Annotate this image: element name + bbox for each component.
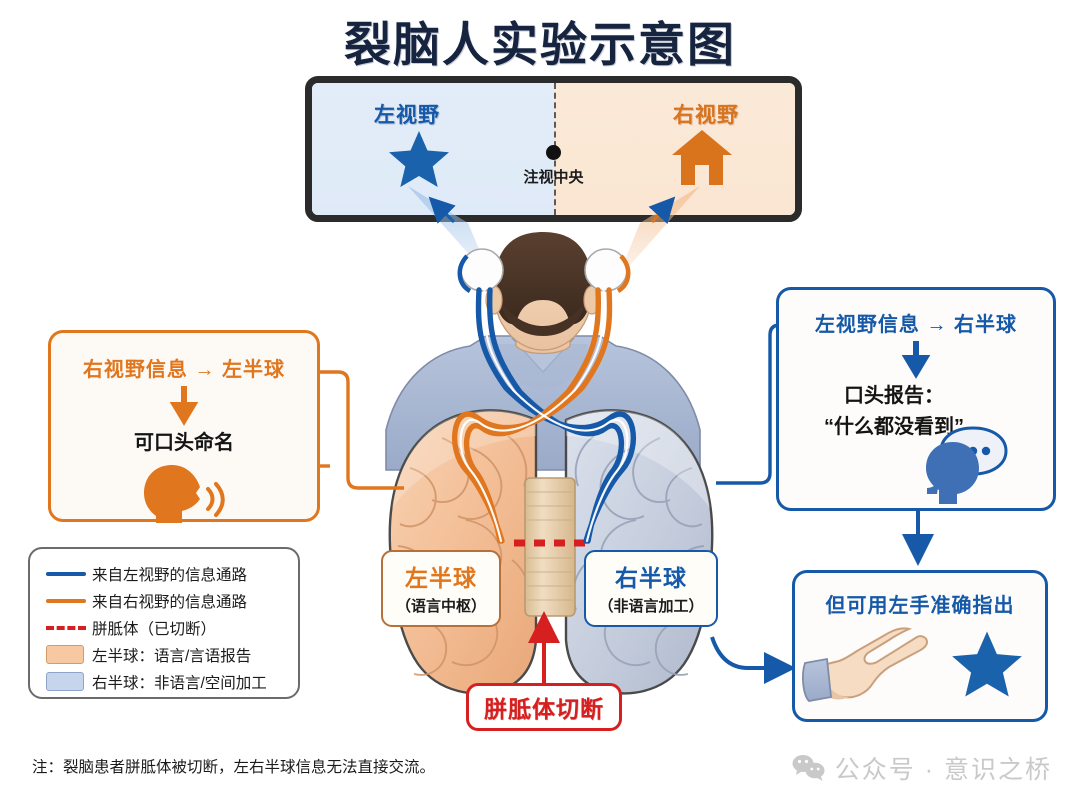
legend-item: 右半球：非语言/空间加工 [46,668,298,695]
cut-label: 胼胝体切断 [484,696,604,722]
visual-field-screen: 左视野 右视野 注视中央 [305,76,802,222]
star-icon [389,131,449,187]
hand-card-header: 但可用左手准确指出 [825,595,1015,617]
house-icon [672,130,732,185]
footnote: 注：裂脑患者胼胝体被切断，左右半球信息无法直接交流。 [32,759,436,776]
page-title: 裂脑人实验示意图 [344,18,736,71]
left-hemisphere-label: 左半球 （语言中枢） [381,550,501,627]
speaking-head-icon [144,465,225,523]
right-visual-field-label: 右视野 [673,104,739,127]
legend-swatch-dashed-red [46,625,92,630]
right-card-result-line2: “什么都没看到” [824,416,964,438]
legend-item: 左半球：语言/言语报告 [46,641,298,668]
legend-swatch-line-blue [46,571,92,576]
legend: 来自左视野的信息通路 来自右视野的信息通路 胼胝体（已切断） 左半球：语言/言语… [28,547,300,699]
right-field-to-left-hemisphere-card: 右视野信息 → 左半球 可口头命名 [48,330,320,523]
legend-swatch-box-orange [46,645,92,664]
left-hemisphere-name: 左半球 [405,565,477,591]
legend-item: 来自左视野的信息通路 [46,560,298,587]
connector-left-card-to-brain [318,370,404,490]
legend-label: 胼胝体（已切断） [92,620,217,638]
left-field-to-right-hemisphere-card: 左视野信息 → 右半球 口头报告： “什么都没看到” [776,287,1056,511]
star-icon [952,631,1022,697]
silent-head-icon [926,426,1008,504]
subject-torso [385,329,701,471]
subject-head [485,232,601,355]
legend-item: 胼胝体（已切断） [46,614,298,641]
right-hemisphere-label: 右半球 （非语言加工） [584,550,718,627]
legend-label: 来自右视野的信息通路 [92,593,248,611]
legend-swatch-box-blue [46,672,92,691]
fixation-label: 注视中央 [523,169,584,186]
fixation-dot-icon [546,145,561,160]
right-hemisphere-function: （非语言加工） [598,598,704,615]
arrow-brain-to-pointing [710,636,796,684]
optic-pathways [452,287,636,544]
left-visual-field-label: 左视野 [374,104,440,127]
down-arrow-icon [169,386,199,426]
legend-label: 左半球：语言/言语报告 [92,647,252,665]
right-hemisphere-name: 右半球 [615,565,687,591]
pointing-with-left-hand-card: 但可用左手准确指出 [792,570,1048,722]
pointing-hand-icon [802,627,929,702]
legend-item: 来自右视野的信息通路 [46,587,298,614]
legend-swatch-line-orange [46,598,92,603]
down-arrow-icon [901,341,931,379]
watermark-text: 公众号 · 意识之桥 [834,756,1052,784]
wechat-icon [792,755,825,781]
right-eye-icon [584,248,631,293]
left-hemisphere-function: （语言中枢） [395,598,486,615]
right-card-header: 左视野信息 → 右半球 [814,314,1018,336]
legend-label: 来自左视野的信息通路 [92,566,248,584]
left-card-result: 可口头命名 [134,432,234,454]
left-eye-icon [457,248,504,293]
left-card-header: 右视野信息 → 左半球 [82,359,286,381]
right-card-result-line1: 口头报告： [844,385,944,407]
legend-label: 右半球：非语言/空间加工 [92,674,267,692]
watermark: 公众号 · 意识之桥 [792,750,1052,786]
corpus-callosum-cut-callout: 胼胝体切断 [466,683,622,731]
